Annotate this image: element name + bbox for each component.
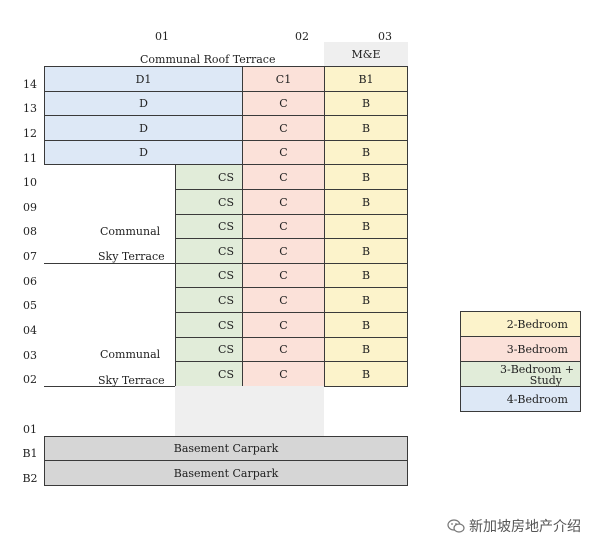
- column-header-03: 03: [378, 30, 392, 43]
- unit-cell: C: [242, 361, 325, 387]
- unit-cell: B: [324, 189, 408, 215]
- unit-cell: C: [242, 164, 325, 190]
- floor-label: 09: [23, 201, 37, 214]
- unit-cell: B: [324, 91, 408, 116]
- unit-cell: B: [324, 263, 408, 288]
- floor-label: 01: [23, 423, 37, 436]
- unit-cell: CS: [175, 164, 243, 190]
- column-header-01: 01: [155, 30, 169, 43]
- unit-cell: CS: [175, 238, 243, 264]
- sky-terrace-upper-line: [44, 263, 175, 264]
- floor-label: 02: [23, 373, 37, 386]
- unit-cell: C: [242, 189, 325, 215]
- unit-cell: B: [324, 164, 408, 190]
- unit-cell: B: [324, 312, 408, 338]
- wechat-icon: [447, 519, 465, 533]
- unit-cell: CS: [175, 337, 243, 362]
- unit-cell: CS: [175, 214, 243, 239]
- unit-cell: D: [44, 91, 243, 116]
- unit-cell: B: [324, 140, 408, 165]
- unit-cell: C: [242, 214, 325, 239]
- legend-label-line2: Study: [529, 374, 562, 387]
- floor-label: 14: [23, 78, 37, 91]
- unit-cell: B: [324, 214, 408, 239]
- unit-cell: CS: [175, 287, 243, 313]
- unit-cell: D: [44, 115, 243, 141]
- unit-cell: D1: [44, 66, 243, 92]
- floor-label: B1: [22, 447, 38, 460]
- unit-cell: D: [44, 140, 243, 165]
- unit-cell: CS: [175, 189, 243, 215]
- sky-terrace-lower-label-2: Sky Terrace: [98, 374, 165, 387]
- unit-cell: B: [324, 287, 408, 313]
- floor-label: 13: [23, 102, 37, 115]
- unit-cell: C: [242, 140, 325, 165]
- unit-cell: B: [324, 361, 408, 387]
- me-label: M&E: [351, 47, 381, 61]
- basement-b2-label: Basement Carpark: [173, 466, 279, 480]
- basement-b2: Basement Carpark: [44, 460, 408, 486]
- legend-3-bedroom: 3-Bedroom: [460, 336, 581, 362]
- floor-label: 05: [23, 299, 37, 312]
- legend-3-bedroom-study: 3-Bedroom +Study: [460, 361, 581, 387]
- unit-cell: C: [242, 238, 325, 264]
- floor-label: 11: [23, 152, 37, 165]
- roof-terrace-label: Communal Roof Terrace: [140, 53, 276, 66]
- legend-4-bedroom: 4-Bedroom: [460, 386, 581, 412]
- watermark-text: 新加坡房地产介绍: [469, 519, 581, 535]
- unit-cell: CS: [175, 263, 243, 288]
- legend-2-bedroom: 2-Bedroom: [460, 311, 581, 337]
- unit-cell: B: [324, 238, 408, 264]
- unit-cell: C: [242, 337, 325, 362]
- unit-cell: C: [242, 287, 325, 313]
- legend-label: 3-Bedroom: [506, 342, 568, 356]
- me-room: M&E: [324, 42, 408, 66]
- unit-cell: C1: [242, 66, 325, 92]
- sky-terrace-upper-label-1: Communal: [100, 225, 161, 238]
- legend-label: 3-Bedroom +: [500, 363, 574, 376]
- unit-cell: C: [242, 91, 325, 116]
- unit-cell: C: [242, 263, 325, 288]
- unit-cell: B1: [324, 66, 408, 92]
- floor-label: 08: [23, 225, 37, 238]
- floor-label: 10: [23, 176, 37, 189]
- unit-cell: CS: [175, 312, 243, 338]
- sky-terrace-upper-label-2: Sky Terrace: [98, 250, 165, 263]
- legend-label: 4-Bedroom: [506, 392, 568, 406]
- floor-label: B2: [22, 472, 38, 485]
- floor-label: 07: [23, 250, 37, 263]
- unit-cell: C: [242, 312, 325, 338]
- unit-cell: B: [324, 115, 408, 141]
- basement-b1-label: Basement Carpark: [173, 442, 279, 455]
- unit-cell: CS: [175, 361, 243, 387]
- floor-label: 12: [23, 127, 37, 140]
- unit-cell: C: [242, 115, 325, 141]
- column-header-02: 02: [295, 30, 309, 43]
- sky-terrace-lower-line: [44, 386, 175, 387]
- sky-terrace-lower-label-1: Communal: [100, 348, 161, 361]
- watermark: 新加坡房地产介绍: [447, 516, 581, 536]
- basement-b1: Basement Carpark: [44, 436, 408, 461]
- floor-label: 04: [23, 324, 37, 337]
- unit-cell: B: [324, 337, 408, 362]
- ground-void: [175, 386, 324, 436]
- legend-label: 2-Bedroom: [506, 317, 568, 331]
- floor-label: 06: [23, 275, 37, 288]
- floor-label: 03: [23, 349, 37, 362]
